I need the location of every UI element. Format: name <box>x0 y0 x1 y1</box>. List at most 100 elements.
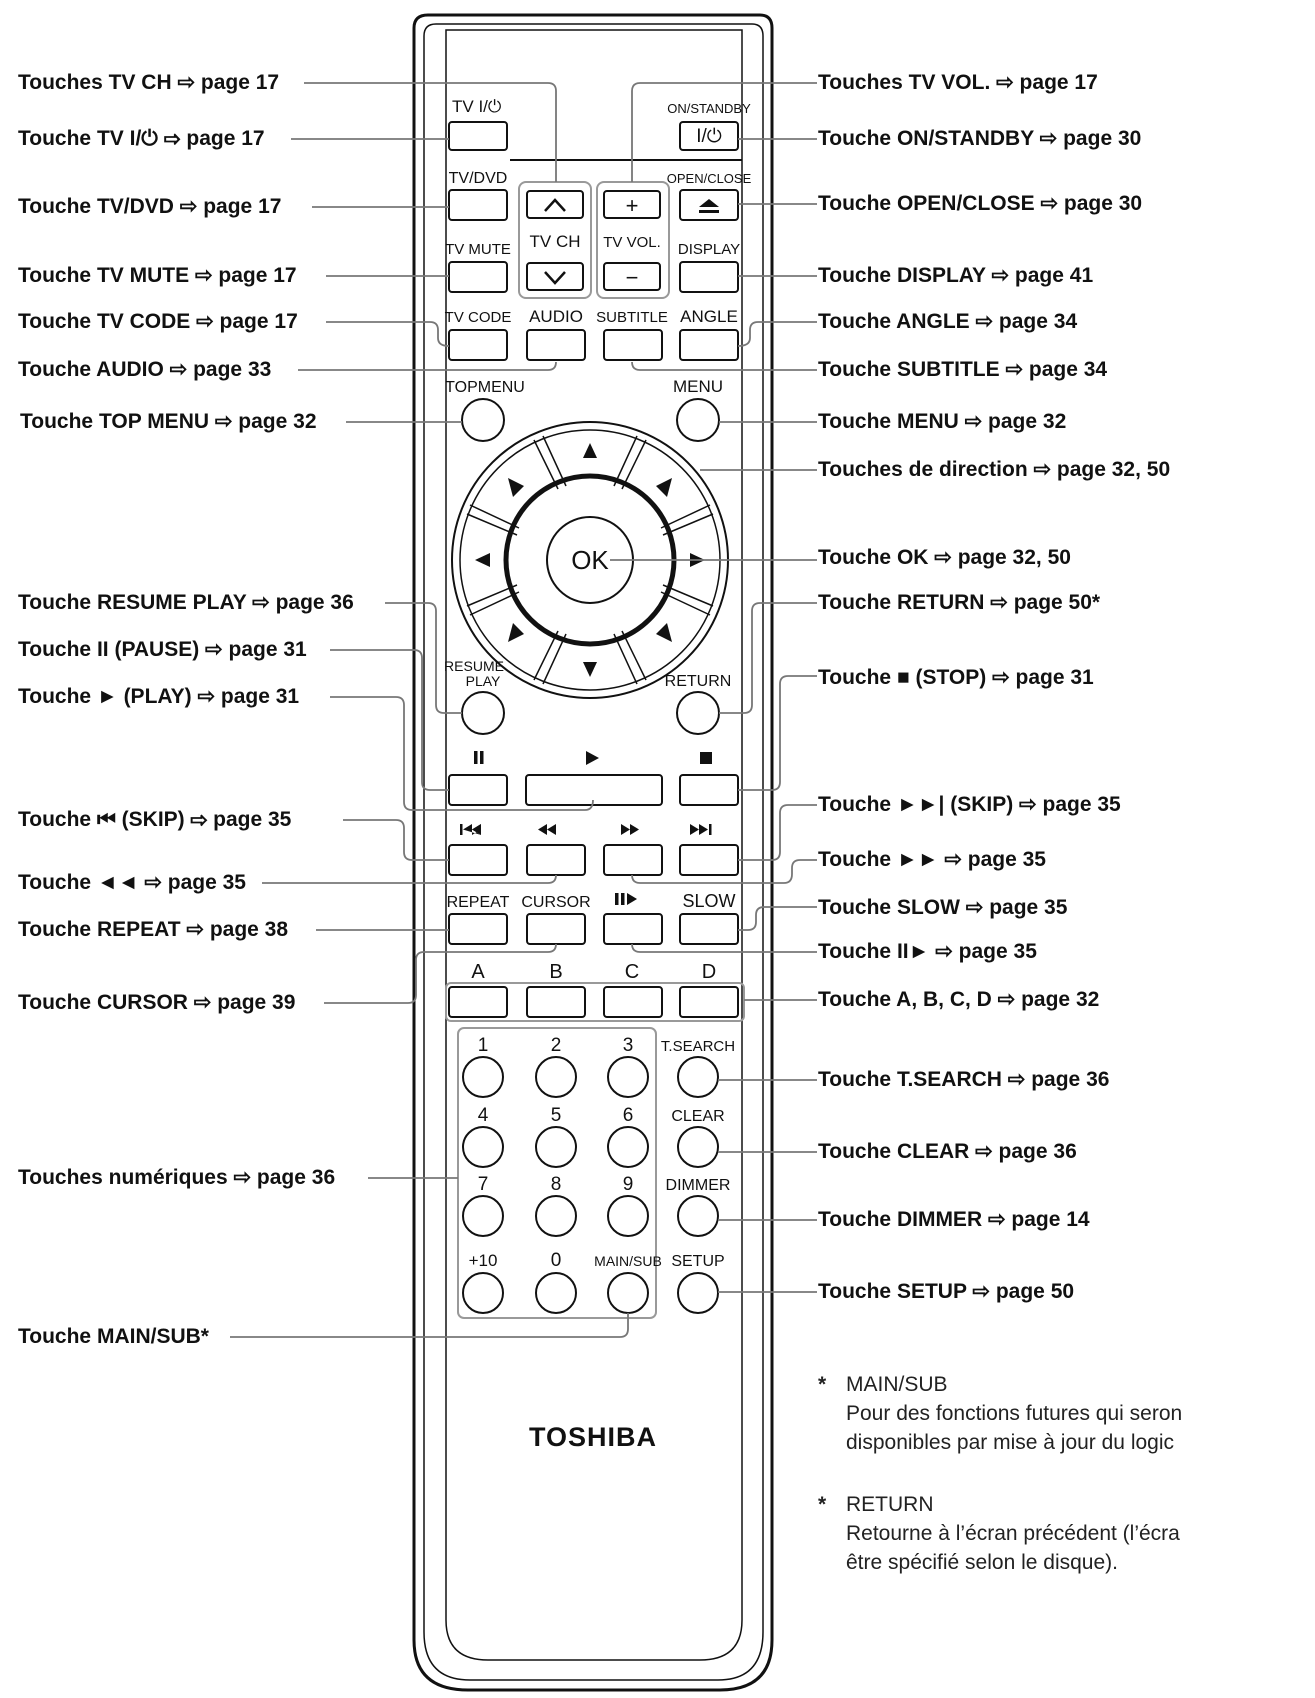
leader-tv-vol <box>631 82 817 182</box>
footnote-star: * <box>818 1493 827 1516</box>
slow-button[interactable] <box>679 913 739 945</box>
display-button[interactable] <box>679 261 739 293</box>
digit-1-button[interactable] <box>462 1056 504 1098</box>
play-icon <box>586 751 599 765</box>
leader-rewind <box>262 874 557 884</box>
angle-button[interactable] <box>679 329 739 361</box>
top-menu-button[interactable] <box>461 398 505 442</box>
tv-vol-up-button[interactable] <box>603 190 661 219</box>
footnote-return: * RETURN Retourne à l’écran précédent (l… <box>818 1490 1180 1577</box>
direction-pad[interactable] <box>451 421 729 699</box>
a-button[interactable] <box>448 986 508 1018</box>
callout-tv-power: Touche TV I/⏻ ⇨ page 17 <box>18 127 265 150</box>
return-button[interactable] <box>676 691 720 735</box>
dimmer-label: DIMMER <box>666 1177 731 1194</box>
setup-label: SETUP <box>671 1253 724 1270</box>
callout-return: Touche RETURN ⇨ page 50* <box>818 591 1101 614</box>
digit-4-button[interactable] <box>462 1126 504 1168</box>
step-button[interactable] <box>603 913 663 945</box>
step-pause-icon-2 <box>621 893 625 905</box>
main-sub-button[interactable] <box>607 1272 649 1314</box>
digit-1-label: 1 <box>478 1035 489 1056</box>
d-button[interactable] <box>679 986 739 1018</box>
digit-6-label: 6 <box>623 1105 634 1126</box>
digit-8-label: 8 <box>551 1174 562 1195</box>
t-search-button[interactable] <box>677 1056 719 1098</box>
leader-tv-code <box>326 321 450 347</box>
audio-label: AUDIO <box>529 307 583 326</box>
down-right-arrow-icon <box>656 623 672 642</box>
footnote-title: MAIN/SUB <box>846 1373 948 1396</box>
setup-button[interactable] <box>677 1272 719 1314</box>
digit-2-button[interactable] <box>535 1056 577 1098</box>
up-arrow-icon <box>583 443 597 458</box>
clear-label: CLEAR <box>671 1108 724 1125</box>
callout-menu: Touche MENU ⇨ page 32 <box>818 410 1067 433</box>
callout-cursor: Touche CURSOR ⇨ page 39 <box>18 991 296 1014</box>
return-label: RETURN <box>665 673 732 690</box>
callout-skip-forward: Touche ►►| (SKIP) ⇨ page 35 <box>818 793 1121 816</box>
tv-code-button[interactable] <box>448 329 508 361</box>
resume-label: RESUME <box>444 658 504 674</box>
digit-plus10-button[interactable] <box>462 1272 504 1314</box>
fast-forward-button[interactable] <box>603 844 663 876</box>
skip-forward-button[interactable] <box>679 844 739 876</box>
callout-resume-play: Touche RESUME PLAY ⇨ page 36 <box>18 591 354 614</box>
callout-tv-vol: Touches TV VOL. ⇨ page 17 <box>818 71 1098 94</box>
angle-label: ANGLE <box>680 307 738 326</box>
cursor-button[interactable] <box>526 913 586 945</box>
digit-3-label: 3 <box>623 1035 634 1056</box>
b-button[interactable] <box>526 986 586 1018</box>
callout-tv-mute: Touche TV MUTE ⇨ page 17 <box>18 264 297 287</box>
clear-button[interactable] <box>677 1126 719 1168</box>
eject-icon <box>699 199 719 207</box>
callout-audio: Touche AUDIO ⇨ page 33 <box>18 358 272 381</box>
digit-0-button[interactable] <box>535 1272 577 1314</box>
leader-stop <box>738 675 817 791</box>
digit-9-label: 9 <box>623 1174 634 1195</box>
digit-6-button[interactable] <box>607 1126 649 1168</box>
leader-subtitle <box>631 361 817 371</box>
digit-7-button[interactable] <box>462 1195 504 1237</box>
on-standby-label: ON/STANDBY <box>667 101 751 116</box>
play-button[interactable] <box>525 774 663 806</box>
rewind-button[interactable] <box>526 844 586 876</box>
digit-9-button[interactable] <box>607 1195 649 1237</box>
digit-8-button[interactable] <box>535 1195 577 1237</box>
tv-ch-down-button[interactable] <box>526 262 584 291</box>
repeat-button[interactable] <box>448 913 508 945</box>
audio-button[interactable] <box>526 329 586 361</box>
play-label: PLAY <box>466 673 501 689</box>
digit-5-button[interactable] <box>535 1126 577 1168</box>
callout-top-menu: Touche TOP MENU ⇨ page 32 <box>20 410 317 433</box>
tv-dvd-label: TV/DVD <box>449 170 508 187</box>
digit-3-button[interactable] <box>607 1056 649 1098</box>
chevron-down-icon <box>544 271 566 285</box>
callout-on-standby: Touche ON/STANDBY ⇨ page 30 <box>818 127 1142 150</box>
tv-ch-group <box>518 181 592 299</box>
menu-button[interactable] <box>676 398 720 442</box>
subtitle-button[interactable] <box>603 329 663 361</box>
footnote-line: Pour des fonctions futures qui seron <box>846 1402 1183 1425</box>
stop-button[interactable] <box>679 774 739 806</box>
dimmer-button[interactable] <box>677 1195 719 1237</box>
skip-back-button[interactable] <box>448 844 508 876</box>
leader-slow <box>738 906 817 931</box>
pause-button[interactable] <box>448 774 508 806</box>
digit-4-label: 4 <box>478 1105 489 1126</box>
callout-angle: Touche ANGLE ⇨ page 34 <box>818 310 1078 333</box>
callout-repeat: Touche REPEAT ⇨ page 38 <box>18 918 289 941</box>
main-sub-label: MAIN/SUB <box>594 1253 662 1269</box>
tv-power-label: TV I/⏻ <box>452 97 502 116</box>
tv-mute-button[interactable] <box>448 261 508 293</box>
tv-vol-down-button[interactable] <box>603 262 661 291</box>
c-button[interactable] <box>603 986 663 1018</box>
on-standby-button[interactable] <box>679 121 739 151</box>
tv-ch-up-button[interactable] <box>526 190 584 219</box>
resume-play-button[interactable] <box>461 691 505 735</box>
leader-play <box>330 696 594 811</box>
slow-label: SLOW <box>682 891 735 911</box>
tv-power-button[interactable] <box>448 121 508 151</box>
skip-back-bar-icon <box>460 824 463 835</box>
tv-dvd-button[interactable] <box>448 189 508 221</box>
